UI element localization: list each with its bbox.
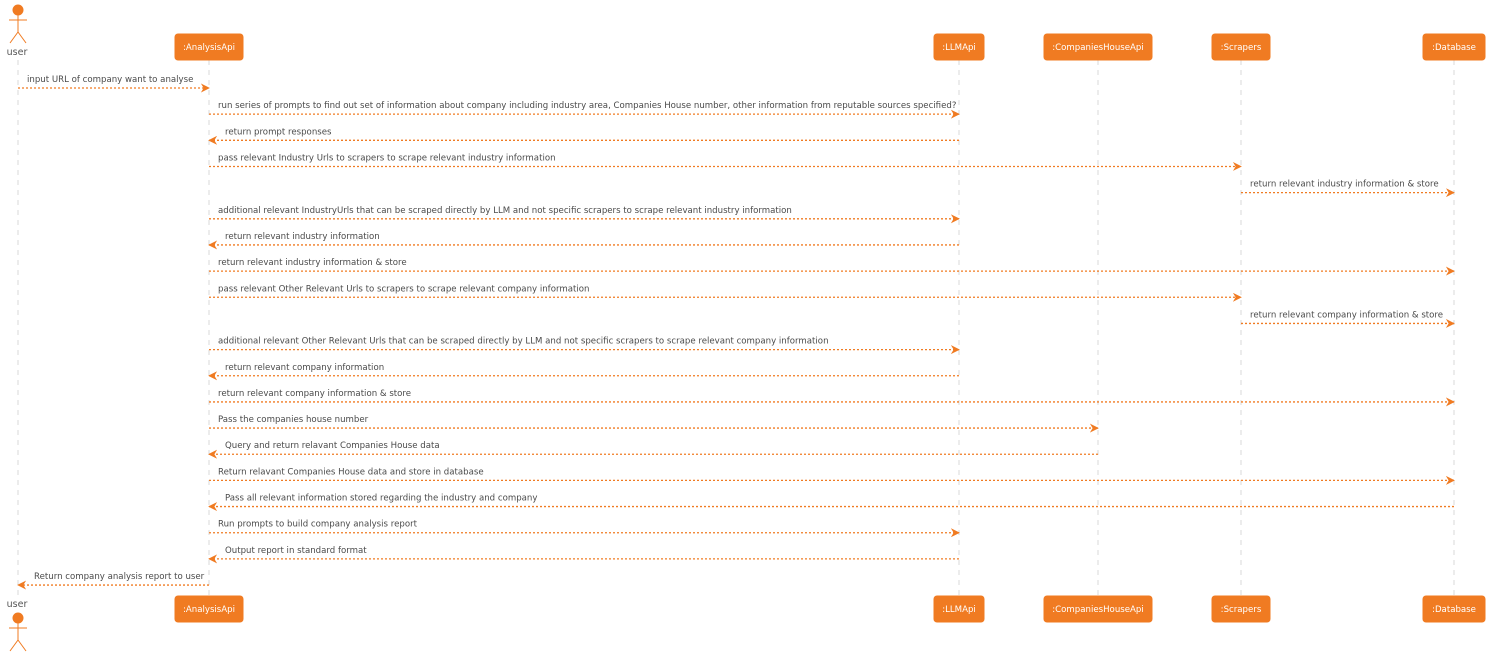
participant-box-analysis-bottom: :AnalysisApi (174, 595, 244, 623)
participant-box-scrapers-top: :Scrapers (1211, 33, 1271, 61)
participant-box-llm-bottom: :LLMApi (933, 595, 985, 623)
actor-icon-bottom (9, 612, 27, 652)
message-13: return relevant company information & st… (209, 389, 1455, 407)
message-10: return relevant company information & st… (1241, 310, 1455, 328)
message-5: return relevant industry information & s… (1241, 180, 1455, 198)
participant-label: :Scrapers (1221, 605, 1262, 615)
messages: input URL of company want to analyse run … (17, 75, 1455, 590)
message-label: additional relevant Other Relevant Urls … (218, 337, 829, 347)
message-label: return relevant company information & st… (1250, 310, 1443, 320)
participant-label: :Database (1432, 43, 1476, 53)
message-label: return relevant industry information & s… (218, 258, 407, 268)
participant-box (174, 595, 244, 623)
message-7: return relevant industry information (208, 232, 959, 250)
participant-box (1043, 33, 1153, 61)
participant-label-top: user (7, 47, 28, 58)
message-12: return relevant company information (208, 363, 959, 381)
participant-box-database-bottom: :Database (1422, 595, 1486, 623)
message-18: Run prompts to build company analysis re… (209, 520, 960, 538)
message-8: return relevant industry information & s… (209, 258, 1455, 276)
participant-label: :LLMApi (942, 43, 976, 53)
message-label: return relevant company information (225, 363, 384, 373)
participant-box (1422, 595, 1486, 623)
actor-icon-top (9, 4, 27, 44)
participant-box-scrapers-bottom: :Scrapers (1211, 595, 1271, 623)
participant-box (933, 33, 985, 61)
message-label: input URL of company want to analyse (27, 75, 193, 85)
participant-box (1422, 33, 1486, 61)
message-label: Run prompts to build company analysis re… (218, 520, 418, 530)
message-label: pass relevant Other Relevant Urls to scr… (218, 284, 589, 294)
message-label: additional relevant IndustryUrls that ca… (218, 206, 792, 216)
message-17: Pass all relevant information stored reg… (208, 494, 1454, 512)
message-4: pass relevant Industry Urls to scrapers … (209, 153, 1242, 171)
participant-box (174, 33, 244, 61)
message-3: return prompt responses (208, 127, 959, 145)
participant-label: :Database (1432, 605, 1476, 615)
message-label: Pass the companies house number (218, 415, 369, 425)
participants-bottom: user :AnalysisApi :LLMApi :CompaniesHouseAp… (7, 595, 1486, 652)
message-11: additional relevant Other Relevant Urls … (209, 337, 960, 355)
participant-label: :AnalysisApi (183, 43, 235, 53)
participant-box-companies-top: :CompaniesHouseApi (1043, 33, 1153, 61)
participant-label-bottom: user (7, 599, 28, 610)
participant-box-database-top: :Database (1422, 33, 1486, 61)
message-14: Pass the companies house number (209, 415, 1099, 433)
message-label: Return relavant Companies House data and… (218, 467, 484, 477)
message-2: run series of prompts to find out set of… (209, 101, 960, 119)
participant-box (1211, 33, 1271, 61)
message-20: Return company analysis report to user (17, 572, 209, 590)
message-label: return relevant company information & st… (218, 389, 411, 399)
participants-top: user :AnalysisApi :LLMApi :CompaniesHouseAp… (7, 4, 1486, 61)
message-label: Return company analysis report to user (34, 572, 205, 582)
participant-box (1043, 595, 1153, 623)
participant-box-companies-bottom: :CompaniesHouseApi (1043, 595, 1153, 623)
participant-box (933, 595, 985, 623)
message-label: return relevant industry information (225, 232, 380, 242)
message-label: return relevant industry information & s… (1250, 180, 1439, 190)
participant-label: :Scrapers (1221, 43, 1262, 53)
message-label: Output report in standard format (225, 546, 367, 556)
message-16: Return relavant Companies House data and… (209, 467, 1455, 485)
message-19: Output report in standard format (208, 546, 959, 564)
participant-label: :CompaniesHouseApi (1052, 605, 1144, 615)
message-6: additional relevant IndustryUrls that ca… (209, 206, 960, 224)
participant-box (1211, 595, 1271, 623)
participant-label: :CompaniesHouseApi (1052, 43, 1144, 53)
message-1: input URL of company want to analyse (18, 75, 210, 93)
message-15: Query and return relavant Companies Hous… (208, 441, 1098, 459)
message-label: run series of prompts to find out set of… (218, 101, 956, 111)
message-label: pass relevant Industry Urls to scrapers … (218, 153, 556, 163)
message-label: Pass all relevant information stored reg… (225, 494, 537, 504)
participant-box-analysis-top: :AnalysisApi (174, 33, 244, 61)
message-9: pass relevant Other Relevant Urls to scr… (209, 284, 1242, 302)
message-label: Query and return relavant Companies Hous… (225, 441, 440, 451)
participant-label: :LLMApi (942, 605, 976, 615)
participant-label: :AnalysisApi (183, 605, 235, 615)
participant-box-llm-top: :LLMApi (933, 33, 985, 61)
message-label: return prompt responses (225, 127, 332, 137)
